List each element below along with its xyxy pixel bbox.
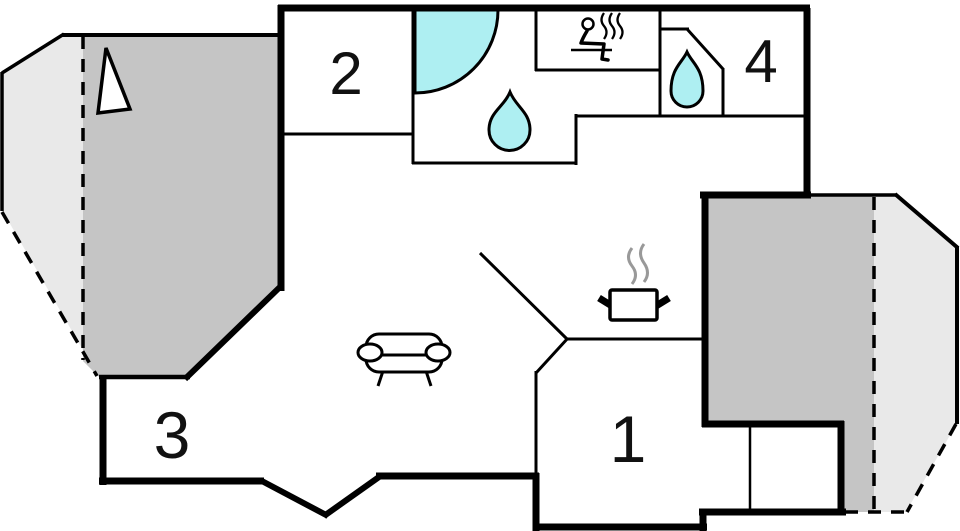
- terrace-dashed-edge: [905, 423, 958, 513]
- sauna-steam: [608, 12, 616, 40]
- water-drop-icon-wc: [669, 48, 705, 109]
- sauna-steam: [616, 12, 624, 40]
- room-label-2: 2: [329, 40, 362, 107]
- terrace-edge: [1, 32, 65, 75]
- pot-steam: [627, 247, 637, 285]
- terrace-dashed-edge: [0, 211, 99, 377]
- terrace-boundaries: [0, 32, 960, 514]
- sauna-icon: [571, 12, 624, 62]
- terrace-edge: [893, 192, 960, 250]
- wall-segment: [478, 251, 570, 342]
- terrace-left-light: [2, 34, 98, 376]
- interior-walls: [281, 8, 806, 512]
- terrace-right-light: [874, 195, 957, 512]
- sauna-person-body: [579, 29, 610, 62]
- terrace-left-dark: [83, 35, 281, 377]
- sauna-steam: [600, 12, 608, 40]
- cooking-pot-icon: [597, 243, 671, 322]
- wall-segment: [685, 27, 725, 71]
- north-arrow-icon: [95, 47, 133, 116]
- room-label-4: 4: [744, 28, 777, 95]
- wall-segment: [534, 336, 570, 375]
- water-drop-icon-bathroom: [487, 87, 532, 152]
- water-features: [413, 8, 705, 152]
- exterior-walls: [99, 4, 846, 531]
- sofa-armrest: [424, 342, 452, 363]
- sofa-icon: [356, 332, 452, 387]
- wall-segment: [182, 283, 284, 382]
- pot-body: [608, 288, 659, 322]
- room-label-3: 3: [154, 398, 191, 472]
- terrace-right-dark: [706, 195, 874, 512]
- wall-segment: [258, 477, 330, 519]
- shower-door-arc-icon: [413, 8, 500, 95]
- sofa-armrest: [356, 342, 384, 363]
- wall-segment: [322, 474, 381, 519]
- pot-steam: [639, 243, 649, 283]
- terraces: [2, 34, 957, 512]
- sauna-person-head: [581, 17, 595, 31]
- room-label-1: 1: [610, 402, 647, 476]
